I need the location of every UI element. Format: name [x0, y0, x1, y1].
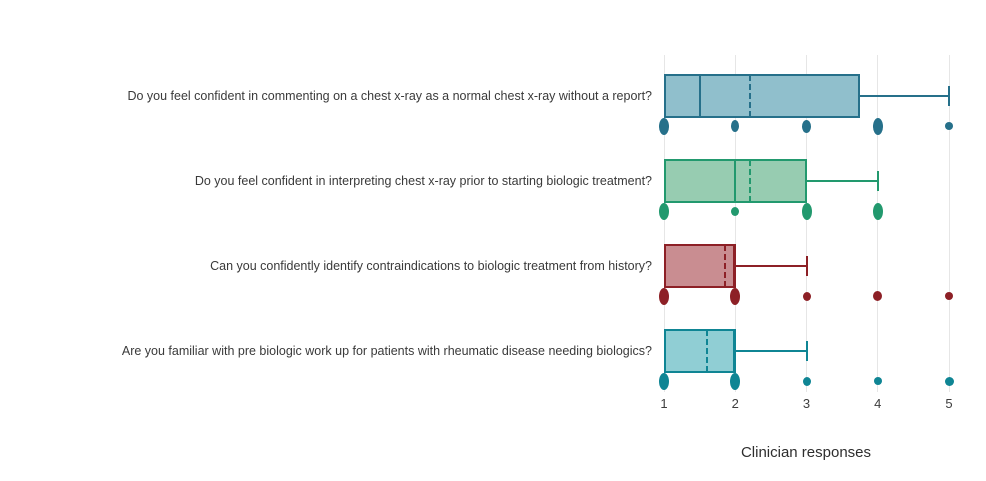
whisker-line: [859, 94, 949, 97]
mean-line: [748, 74, 751, 117]
x-tick-label: 4: [874, 396, 882, 411]
gridline: [663, 55, 665, 392]
whisker-cap: [948, 85, 950, 106]
row-label-question-2: Do you feel confident in interpreting ch…: [194, 173, 652, 188]
jitter-point: [730, 287, 741, 305]
jitter-point: [802, 376, 811, 386]
median-line: [734, 158, 737, 203]
gridline: [806, 55, 807, 392]
x-tick-label: 3: [802, 396, 811, 411]
row-label-question-1: Do you feel confident in commenting on a…: [127, 88, 652, 103]
jitter-point: [873, 377, 882, 385]
whisker-line: [735, 264, 807, 267]
jitter-point: [731, 206, 740, 216]
median-line: [734, 243, 737, 288]
median-line: [698, 73, 701, 118]
whisker-line: [806, 179, 878, 182]
jitter-point: [872, 202, 883, 220]
jitter-point: [872, 117, 883, 135]
mean-line: [705, 329, 708, 372]
jitter-point: [730, 372, 741, 390]
jitter-point: [944, 376, 954, 386]
row-label-question-3: Can you confidently identify contraindic…: [210, 258, 652, 273]
x-tick-label: 5: [945, 396, 953, 411]
jitter-point: [659, 202, 669, 220]
mean-line: [748, 159, 751, 202]
whisker-line: [735, 349, 807, 352]
jitter-point: [945, 122, 953, 130]
jitter-point: [659, 372, 669, 390]
jitter-point: [802, 119, 811, 133]
jitter-point: [659, 117, 669, 135]
gridline: [734, 55, 736, 392]
jitter-point: [945, 292, 953, 300]
whisker-cap: [876, 170, 879, 191]
iqr-box: [664, 328, 736, 373]
whisker-cap: [805, 255, 808, 276]
whisker-cap: [805, 340, 808, 361]
iqr-box: [664, 73, 860, 118]
jitter-point: [801, 202, 812, 220]
median-line: [734, 328, 737, 373]
jitter-point: [802, 291, 811, 301]
x-tick-label: 2: [731, 396, 739, 411]
gridline: [948, 55, 950, 392]
x-tick-label: 1: [660, 396, 668, 411]
jitter-point: [731, 120, 740, 132]
jitter-point: [873, 291, 883, 301]
mean-line: [723, 244, 726, 287]
iqr-box: [664, 243, 736, 288]
jitter-point: [659, 287, 669, 305]
gridline: [877, 55, 879, 392]
x-axis-title: Clinician responses: [740, 444, 872, 461]
row-label-question-4: Are you familiar with pre biologic work …: [121, 343, 652, 358]
